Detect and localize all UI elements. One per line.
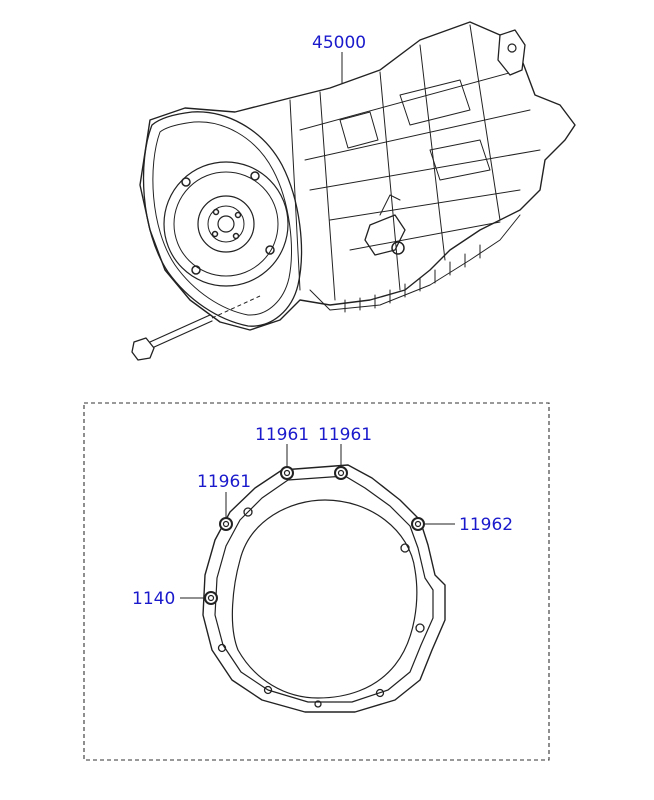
oil-pan xyxy=(309,214,521,313)
detail-box xyxy=(83,402,550,761)
stud-top-left xyxy=(280,466,294,480)
selector-lever xyxy=(364,194,406,256)
plate-holes xyxy=(217,507,425,708)
rear-mount-bracket xyxy=(497,29,526,76)
bolt-lower-left xyxy=(204,591,218,605)
flexplate-bolt-holes xyxy=(181,171,275,275)
adapter-plate xyxy=(202,464,446,713)
callout-11961-left: 11961 xyxy=(197,472,251,492)
callout-11961-top-right: 11961 xyxy=(318,425,372,445)
callout-11962: 11962 xyxy=(459,515,513,535)
housing-bolt xyxy=(131,314,213,361)
stud-left xyxy=(219,517,233,531)
callout-leaders xyxy=(180,444,455,599)
callout-1140: 1140 xyxy=(132,589,175,609)
callout-45000: 45000 xyxy=(312,33,366,53)
callout-11961-top-left: 11961 xyxy=(255,425,309,445)
transmission-assembly: 45000 xyxy=(131,21,576,361)
stud-top-right xyxy=(334,466,348,480)
bolt-right xyxy=(411,517,425,531)
